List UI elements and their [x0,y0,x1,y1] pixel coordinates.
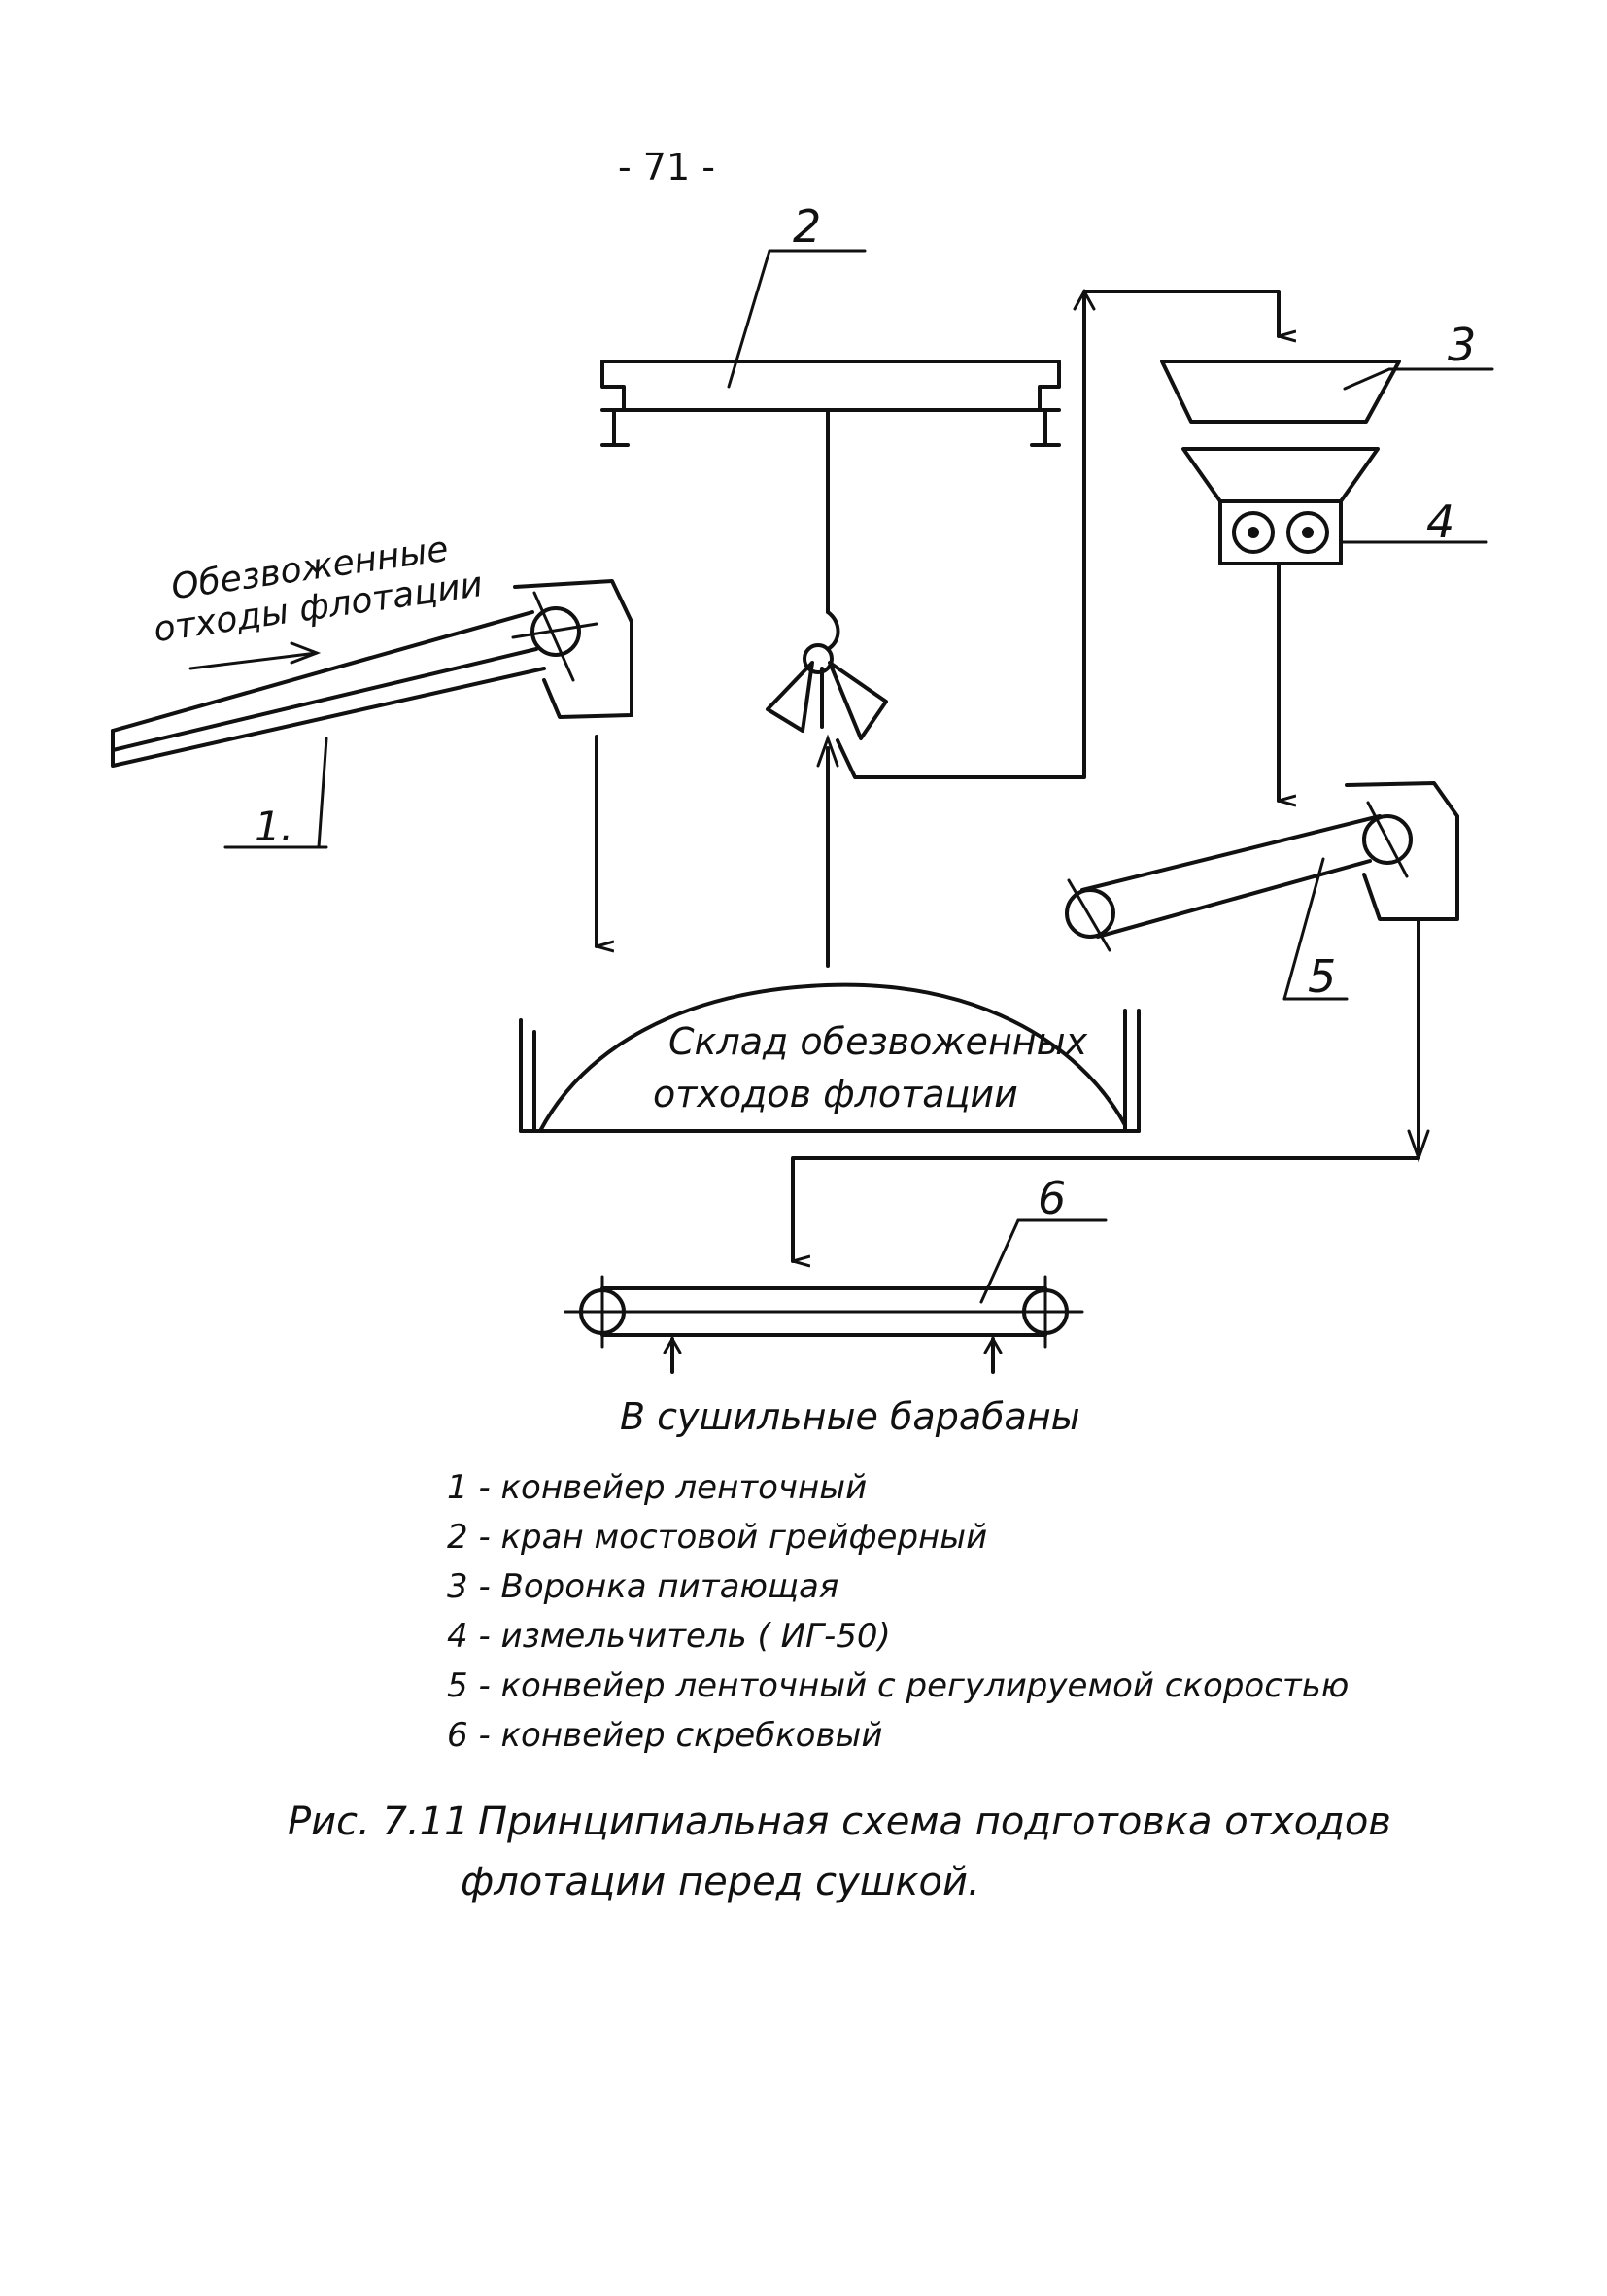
output-label: В сушильные барабаны [620,1395,1080,1438]
storage-label-line1: Склад обезвоженных [668,1020,1088,1063]
legend-item-3: 3 - Воронка питающая [447,1567,839,1606]
label-4: 4 [1426,496,1455,548]
legend-item-1: 1 - конвейер ленточный [447,1468,868,1507]
figure-number: Рис. 7.11 [288,1799,469,1844]
page-number: - 71 - [618,146,715,188]
storage-bunker [519,734,1141,1133]
legend-item-2: 2 - кран мостовой грейферный [447,1518,988,1557]
label-2: 2 [793,200,822,253]
figure-caption-line2: флотации перед сушкой. [461,1860,980,1904]
belt-conveyor-5 [791,781,1459,1261]
belt-conveyor-1 [111,579,633,946]
legend-item-6: 6 - конвейер скребковый [447,1716,883,1755]
legend-item-4: 4 - измельчитель ( ИГ-50) [447,1617,891,1656]
label-5: 5 [1308,950,1337,1003]
label-6: 6 [1038,1172,1067,1224]
legend: 1 - конвейер ленточный 2 - кран мостовой… [447,1463,1349,1761]
transfer-line-crane-hopper [836,288,1279,779]
storage-label-line2: отходов флотации [653,1073,1018,1115]
legend-item-5: 5 - конвейер ленточный с регулируемой ск… [447,1666,1350,1705]
figure-caption-line1: Принципиальная схема подготовка отходов [478,1799,1391,1844]
bridge-crane [600,249,1061,740]
feeding-hopper-3 [1160,360,1494,424]
crusher-4 [1181,447,1488,801]
label-3: 3 [1448,319,1477,371]
scraper-conveyor-6 [564,1218,1108,1374]
label-1: 1. [255,803,294,850]
